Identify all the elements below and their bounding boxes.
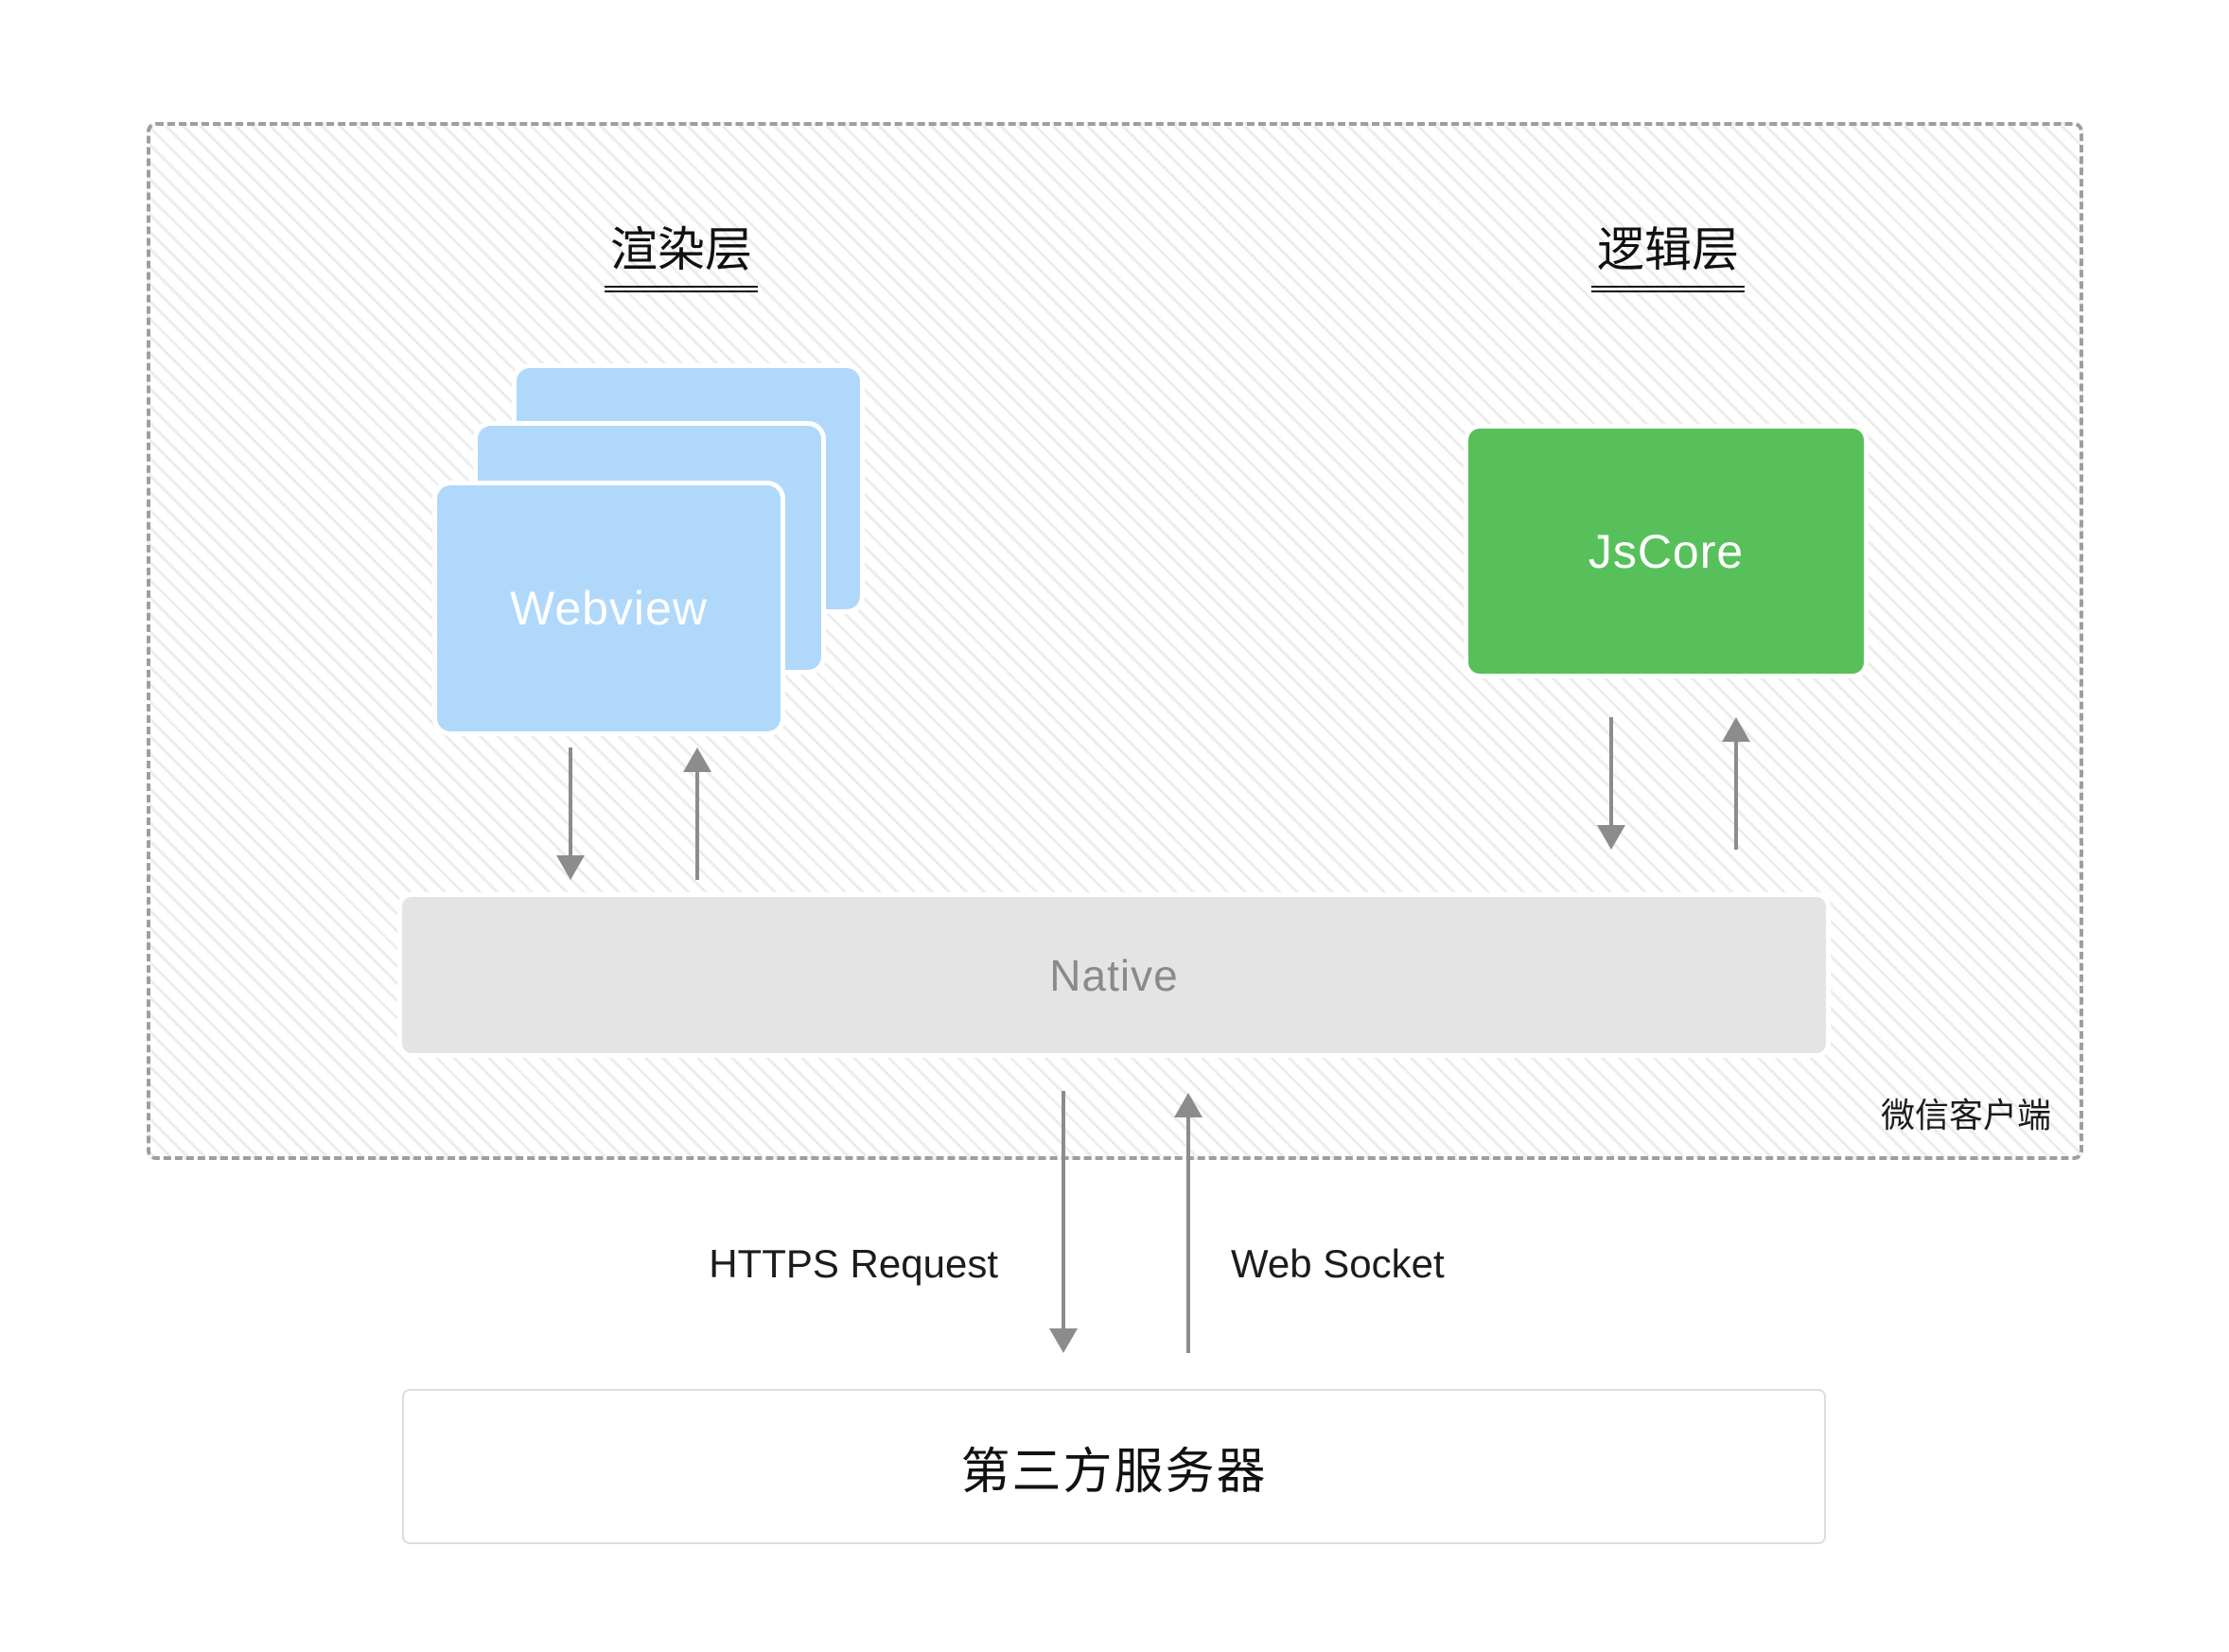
- arrow-native-to-webview: [683, 747, 711, 880]
- jscore-box: JsCore: [1468, 429, 1864, 674]
- arrow-shaft: [1186, 1117, 1190, 1353]
- webview-label: Webview: [510, 582, 708, 635]
- arrow-up-head-icon: [1174, 1093, 1202, 1117]
- arrow-down-head-icon: [556, 855, 585, 880]
- third-party-server-label: 第三方服务器: [960, 1444, 1268, 1500]
- arrow-native-to-jscore: [1722, 717, 1750, 850]
- arrow-up-head-icon: [683, 747, 711, 772]
- arrow-down-head-icon: [1597, 825, 1625, 850]
- arrow-down-head-icon: [1049, 1328, 1078, 1353]
- jscore-label: JsCore: [1588, 524, 1745, 578]
- arrow-shaft: [1609, 717, 1613, 825]
- native-label: Native: [1049, 950, 1179, 1000]
- https-request-label: HTTPS Request: [709, 1241, 998, 1286]
- arrow-shaft: [1062, 1091, 1065, 1328]
- arrow-native-to-server: [1049, 1091, 1078, 1353]
- arrow-shaft: [695, 772, 699, 880]
- arrow-shaft: [569, 747, 572, 855]
- render-layer-title: 渲染层: [605, 221, 758, 292]
- logic-layer-title: 逻辑层: [1591, 221, 1745, 292]
- native-bar: Native: [402, 897, 1826, 1053]
- arrow-webview-to-native: [556, 747, 585, 880]
- wechat-client-label: 微信客户端: [1880, 1096, 2051, 1134]
- arrow-jscore-to-native: [1597, 717, 1625, 850]
- arrow-up-head-icon: [1722, 717, 1750, 742]
- web-socket-label: Web Socket: [1231, 1241, 1445, 1286]
- webview-box-front: Webview: [437, 485, 781, 731]
- third-party-server-box: 第三方服务器: [402, 1389, 1826, 1544]
- arrow-server-to-native: [1174, 1093, 1202, 1353]
- arrow-shaft: [1734, 742, 1738, 850]
